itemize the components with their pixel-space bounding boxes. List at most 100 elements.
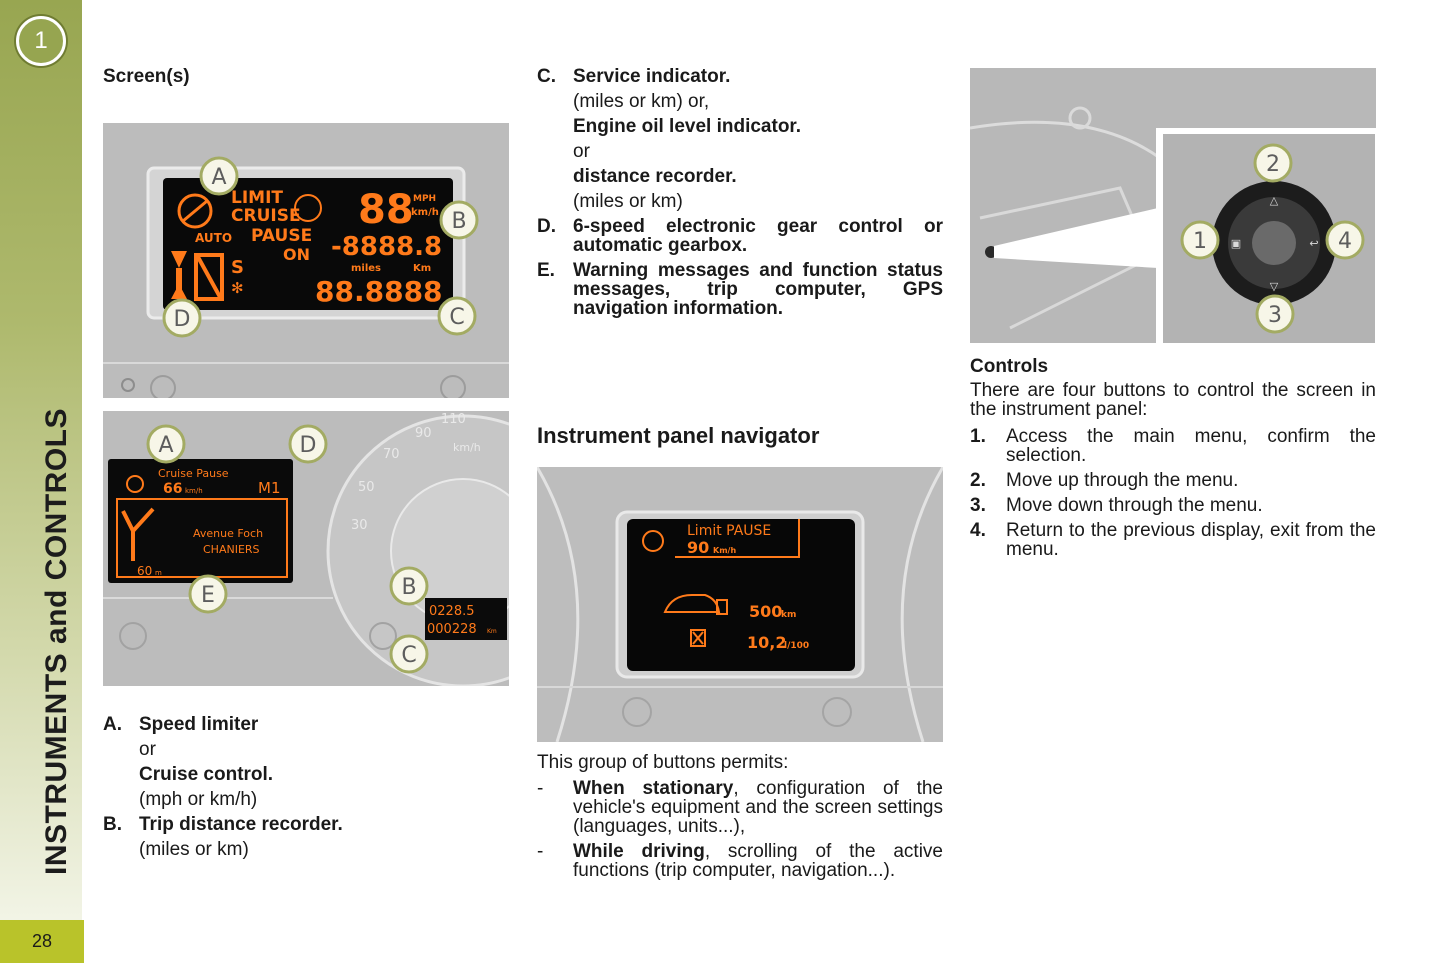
consumption-icon [690, 629, 706, 647]
legend-line: (mph or km/h) [139, 789, 258, 810]
dial-unit: km/h [453, 441, 481, 454]
callout-d: D [288, 424, 328, 464]
fuel-pump-icon [716, 599, 728, 615]
dial-70: 70 [383, 447, 400, 462]
lcd-gear-s: S [231, 257, 244, 278]
callout-a: A [146, 424, 186, 464]
matrix-speed-unit: km/h [185, 487, 203, 495]
legend-line: Engine oil level indicator. [573, 116, 802, 137]
legend-text: Warning messages and function status mes… [573, 260, 943, 319]
legend-line: (miles or km) or, [573, 91, 710, 112]
legend-line: (miles or km) [139, 839, 249, 860]
controls-item: 2. Move up through the menu. [970, 468, 1376, 493]
legend-text: 6-speed electronic gear control or autom… [573, 216, 943, 256]
lcd-km-label: Km [413, 263, 431, 274]
monochrome-screen-illustration: LIMIT CRUISE AUTO PAUSE ON 88 MPH km/h -… [103, 123, 509, 398]
svg-text:D: D [174, 307, 191, 332]
legend-item-c: C. Service indicator. (miles or km) or, … [537, 64, 943, 214]
lcd-cruise-text: CRUISE [231, 206, 301, 226]
speed-limiter-icon [177, 193, 213, 229]
svg-text:C: C [449, 305, 464, 330]
controls-item: 3. Move down through the menu. [970, 493, 1376, 518]
callout-c: C [437, 296, 477, 336]
controls-item: 1. Access the main menu, confirm the sel… [970, 424, 1376, 468]
svg-text:3: 3 [1268, 303, 1282, 328]
nav-speed-unit: Km/h [713, 546, 736, 555]
svg-text:1: 1 [1193, 229, 1207, 254]
speed-limiter-icon [642, 530, 664, 552]
matrix-distance-unit: m [155, 569, 162, 577]
lcd-trip-digits: -8888.8 [331, 232, 442, 262]
chapter-number-badge: 1 [16, 16, 66, 66]
down-arrow-icon: ▽ [1270, 280, 1279, 293]
dial-90: 90 [415, 426, 432, 441]
menu-icon: ▣ [1231, 237, 1241, 250]
matrix-screen-illustration: 110 90 70 50 30 km/h Cruise Pause 66 km/… [103, 411, 509, 686]
cruise-icon [126, 475, 144, 493]
bullet-bold: While driving [573, 841, 705, 862]
navigator-bullets: - When stationary, configuration of the … [537, 776, 943, 883]
lcd-unit-kmh: km/h [411, 207, 439, 218]
chapter-number: 1 [34, 27, 48, 54]
dial-30: 30 [351, 518, 368, 533]
bullet-item: - When stationary, configuration of the … [537, 776, 943, 839]
legend-line: Trip distance recorder. [139, 814, 343, 835]
legend-line: or [573, 141, 590, 162]
dial-110: 110 [441, 412, 466, 427]
controls-key: 3. [970, 495, 986, 516]
bullet-text: , scrolling of the active functions (tri… [573, 841, 943, 881]
matrix-screen-figure: 110 90 70 50 30 km/h Cruise Pause 66 km/… [103, 411, 509, 686]
nav-speed: 90 [687, 538, 709, 557]
legend-key: C. [537, 66, 556, 87]
control-button-2[interactable]: 2 [1253, 143, 1293, 183]
controls-key: 4. [970, 520, 986, 541]
svg-text:E: E [201, 583, 215, 608]
lcd-limit-text: LIMIT [231, 188, 283, 208]
svg-text:4: 4 [1338, 229, 1352, 254]
control-button-3[interactable]: 3 [1255, 294, 1295, 334]
controls-text: Return to the previous display, exit fro… [1006, 520, 1376, 560]
cruise-dial-icon [294, 194, 322, 222]
monochrome-screen-figure: LIMIT CRUISE AUTO PAUSE ON 88 MPH km/h -… [103, 123, 509, 398]
legend-line: (miles or km) [573, 191, 683, 212]
controls-text: Move up through the menu. [1006, 470, 1239, 491]
matrix-odometer: 000228 [427, 622, 477, 637]
up-arrow-icon: △ [1270, 194, 1279, 207]
controls-list: 1. Access the main menu, confirm the sel… [970, 424, 1376, 562]
controls-item: 4. Return to the previous display, exit … [970, 518, 1376, 562]
page-number: 28 [0, 920, 84, 963]
snowflake-icon: ✻ [231, 279, 244, 297]
matrix-gear: M1 [258, 479, 281, 497]
navigator-illustration: Limit PAUSE 90 Km/h 500 km 10,2 l/100 [537, 467, 943, 742]
bullet-text: , configuration of the vehicle's equipme… [573, 778, 943, 837]
nav-range-unit: km [781, 610, 796, 620]
svg-text:D: D [300, 433, 317, 458]
legend-a-b: A. Speed limiter or Cruise control. (mph… [103, 712, 509, 862]
gear-down-arrow-icon [171, 284, 187, 299]
legend-item-a: A. Speed limiter or Cruise control. (mph… [103, 712, 509, 812]
svg-text:C: C [401, 643, 416, 668]
control-button-4[interactable]: 4 [1325, 220, 1365, 260]
callout-b: B [439, 200, 479, 240]
controls-heading: Controls [970, 356, 1049, 377]
nav-range: 500 [749, 602, 782, 621]
bullet-dash: - [537, 778, 544, 799]
legend-key: B. [103, 814, 122, 835]
matrix-speed: 66 [163, 481, 182, 497]
legend-line: Cruise control. [139, 764, 274, 785]
controls-intro: There are four buttons to control the sc… [970, 380, 1376, 420]
svg-text:A: A [211, 165, 226, 190]
bullet-dash: - [537, 841, 544, 862]
legend-key: D. [537, 216, 556, 237]
matrix-city: CHANIERS [203, 543, 260, 556]
navigator-heading: Instrument panel navigator [537, 423, 820, 448]
callout-a: A [199, 156, 239, 196]
legend-item-e: E. Warning messages and function status … [537, 258, 943, 321]
callout-d: D [162, 298, 202, 338]
legend-key: E. [537, 260, 555, 281]
control-button-1[interactable]: 1 [1180, 220, 1220, 260]
matrix-trip: 0228.5 [429, 604, 475, 619]
legend-key: A. [103, 714, 122, 735]
legend-item-d: D. 6-speed electronic gear control or au… [537, 214, 943, 258]
bullet-item: - While driving, scrolling of the active… [537, 839, 943, 883]
